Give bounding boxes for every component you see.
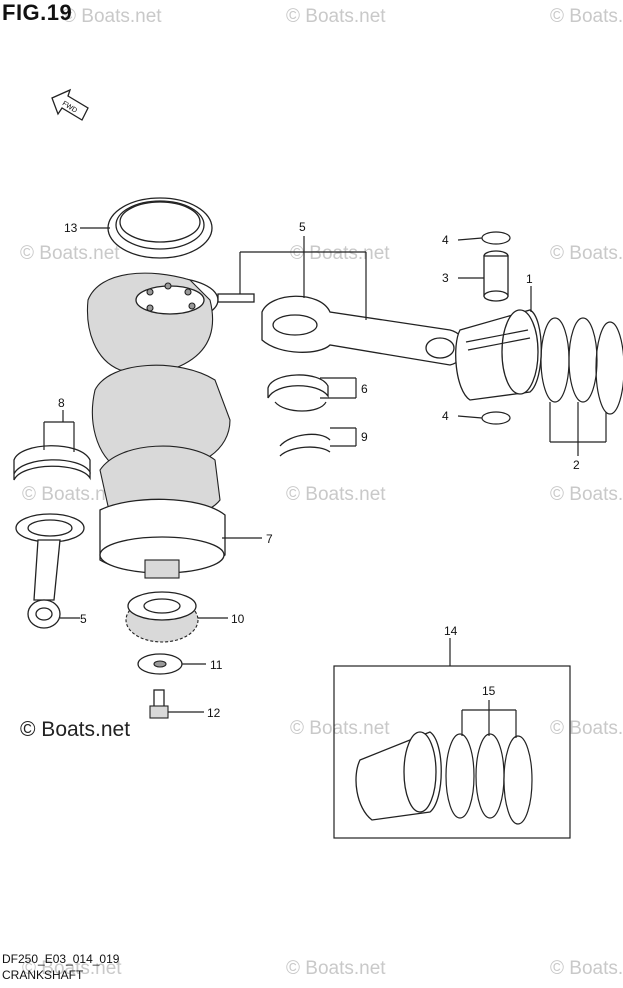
connecting-rod-5-top <box>217 293 466 366</box>
callout-5-top: 5 <box>299 220 306 234</box>
circlip-4-top <box>481 231 511 245</box>
model-code: DF250_E03_014_019 <box>2 952 120 966</box>
watermark: © Boats.net <box>286 6 386 27</box>
crankshaft-7 <box>86 272 231 579</box>
watermark: © Boats.net <box>286 958 386 979</box>
callout-10: 10 <box>231 612 245 626</box>
bolt-12 <box>149 689 169 719</box>
conrod-bearing-6 <box>267 374 329 412</box>
circlip-4-bottom <box>481 411 511 425</box>
callout-2: 2 <box>573 458 580 472</box>
piston-rings-2 <box>540 317 623 415</box>
washer-11 <box>137 653 183 675</box>
callout-11: 11 <box>210 658 223 672</box>
oil-seal-13 <box>107 197 213 259</box>
piston-kit-box <box>333 665 571 839</box>
section-name: CRANKSHAFT <box>2 968 84 982</box>
watermark: © Boats.net <box>20 243 120 264</box>
watermark: © Boats.net <box>62 6 162 27</box>
watermark: © Boats.net <box>550 6 623 27</box>
callout-4-bottom: 4 <box>442 409 449 423</box>
fwd-arrow-icon: FWD <box>51 88 89 121</box>
watermark: © Boats.net <box>22 958 122 979</box>
watermark: © Boats.net <box>290 243 390 264</box>
callout-8: 8 <box>58 396 65 410</box>
callout-6: 6 <box>361 382 368 396</box>
callout-13: 13 <box>64 221 78 235</box>
callout-4-top: 4 <box>442 233 449 247</box>
main-bearing-8 <box>13 445 91 481</box>
callout-7: 7 <box>266 532 273 546</box>
piston-1 <box>455 309 542 401</box>
watermark: © Boats.net <box>290 718 390 739</box>
callout-15: 15 <box>482 684 496 698</box>
crank-gear-10 <box>125 591 199 643</box>
connecting-rod-5-left <box>15 513 85 629</box>
watermark: © Boats.net <box>550 484 623 505</box>
callout-9: 9 <box>361 430 368 444</box>
piston-pin-3 <box>483 250 509 302</box>
callout-5-left: 5 <box>80 612 87 626</box>
watermark: © Boats.net <box>550 718 623 739</box>
thrust-bearing-9 <box>279 433 331 457</box>
callout-1: 1 <box>526 272 533 286</box>
piston-14 <box>355 731 442 821</box>
watermark: © Boats.net <box>22 484 122 505</box>
watermark: © Boats.net <box>550 243 623 264</box>
figure-title: FIG.19 <box>2 0 73 25</box>
watermark: © Boats.net <box>286 484 386 505</box>
callout-3: 3 <box>442 271 449 285</box>
callout-14: 14 <box>444 624 458 638</box>
leader-lines <box>43 227 607 738</box>
copyright-mark: © Boats.net <box>20 718 131 741</box>
callout-12: 12 <box>207 706 221 720</box>
watermark: © Boats.net <box>550 958 623 979</box>
piston-rings-15 <box>445 733 533 825</box>
